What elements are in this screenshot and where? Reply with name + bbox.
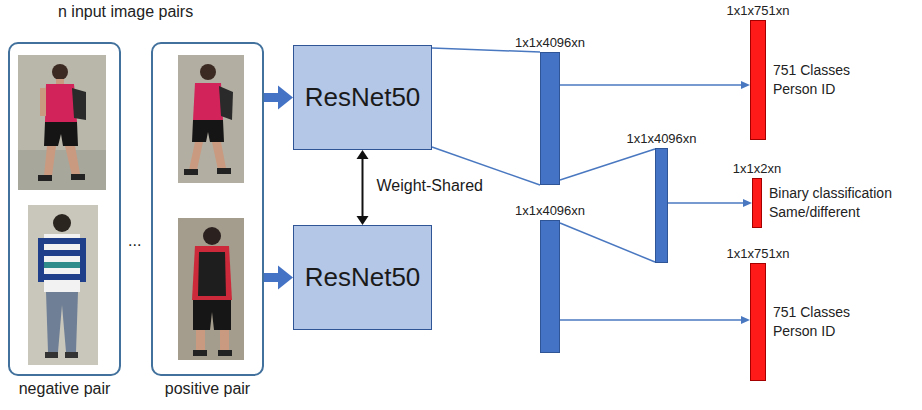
connector-line: [362, 158, 364, 217]
shoe: [193, 350, 207, 356]
connector-line: [560, 223, 655, 262]
arm: [40, 88, 46, 116]
ellipsis: ...: [128, 232, 141, 250]
head: [200, 64, 216, 80]
arrowhead: [743, 199, 752, 207]
stripe: [44, 262, 80, 268]
group-heading: n input image pairs: [58, 3, 193, 21]
stripe: [44, 274, 80, 280]
stripe: [44, 238, 80, 244]
pair-caption: positive pair: [165, 380, 250, 398]
connector-line: [560, 319, 742, 321]
feature-bar: 1x1x4096xn: [655, 148, 668, 263]
pair-caption: negative pair: [19, 380, 111, 398]
shorts: [44, 122, 78, 146]
network-box: ResNet50: [293, 225, 432, 330]
trousers: [46, 292, 78, 352]
head: [53, 214, 71, 232]
person-photo: [178, 218, 244, 360]
image-pair-box: negative pair: [8, 42, 121, 376]
head: [52, 64, 68, 80]
input-arrow: [264, 266, 293, 290]
connector-line: [560, 84, 742, 86]
arrowhead: [357, 216, 369, 225]
neck: [56, 79, 64, 84]
feature-bar: 1x1x4096xn: [540, 220, 560, 353]
shirt: [44, 234, 80, 292]
arrowhead: [741, 81, 750, 89]
arrowhead: [741, 316, 750, 324]
shirt: [192, 246, 232, 300]
input-arrow: [264, 86, 293, 110]
person-photo: [28, 205, 98, 365]
shared-weight-arrow: [357, 150, 369, 225]
class-label: 751 Classes Person ID: [773, 303, 865, 341]
feature-connector: [432, 48, 540, 185]
photo-ground: [18, 150, 106, 190]
feature-connector: [668, 199, 752, 207]
connector-line: [668, 202, 744, 204]
output-bar: 1x1x751xn751 Classes Person ID: [750, 20, 766, 140]
feature-connector: [560, 149, 655, 180]
connector-line: [264, 273, 279, 282]
image-pair-box: positive pair: [151, 42, 264, 376]
backpack: [219, 86, 233, 120]
connector-line: [264, 93, 279, 102]
leg: [189, 142, 203, 170]
photo-ground: [18, 55, 106, 190]
dimension-label: 1x1x751xn: [725, 3, 792, 18]
photo-ground: [178, 55, 244, 183]
output-bar: 1x1x751xn751 Classes Person ID: [750, 263, 766, 381]
feature-connector: [560, 81, 750, 89]
box-title: ResNet50: [305, 262, 421, 293]
edge-label: Weight-Shared: [375, 177, 485, 195]
leg: [65, 146, 80, 176]
arm: [80, 238, 86, 282]
shoe: [184, 169, 198, 175]
feature-bar: 1x1x4096xn: [540, 52, 560, 185]
shoe: [65, 352, 78, 358]
person-photo: [178, 55, 244, 183]
shorts: [193, 300, 231, 330]
shoe: [217, 168, 231, 174]
connector-line: [560, 149, 655, 180]
leg: [44, 146, 56, 176]
leg: [212, 142, 226, 170]
shorts: [192, 120, 224, 142]
feature-connector: [560, 223, 655, 262]
network-box: ResNet50: [293, 45, 432, 150]
class-label: Binary classification Same/different: [769, 184, 915, 222]
arrowhead: [278, 86, 293, 110]
leg: [196, 330, 205, 350]
backpack: [198, 252, 226, 296]
photo-ground: [178, 218, 244, 360]
photo-ground: [28, 205, 98, 365]
head: [203, 227, 221, 245]
person-photo: [18, 55, 106, 190]
dimension-label: 1x1x4096xn: [624, 131, 698, 146]
arrowhead: [278, 266, 293, 290]
box-title: ResNet50: [305, 82, 421, 113]
dimension-label: 1x1x2xn: [731, 161, 783, 176]
dimension-label: 1x1x4096xn: [513, 35, 587, 50]
leg: [220, 330, 229, 350]
backpack: [72, 88, 86, 120]
shoe: [218, 350, 232, 356]
shirt: [193, 83, 223, 120]
shoe: [45, 352, 58, 358]
arrowhead: [357, 150, 369, 159]
stripe: [44, 250, 80, 256]
dimension-label: 1x1x751xn: [725, 246, 792, 261]
output-bar: 1x1x2xnBinary classification Same/differ…: [752, 178, 762, 228]
shoe: [71, 174, 85, 180]
class-label: 751 Classes Person ID: [773, 61, 865, 99]
shoe: [38, 175, 52, 181]
dimension-label: 1x1x4096xn: [513, 203, 587, 218]
feature-connector: [560, 316, 750, 324]
arm: [38, 238, 44, 282]
